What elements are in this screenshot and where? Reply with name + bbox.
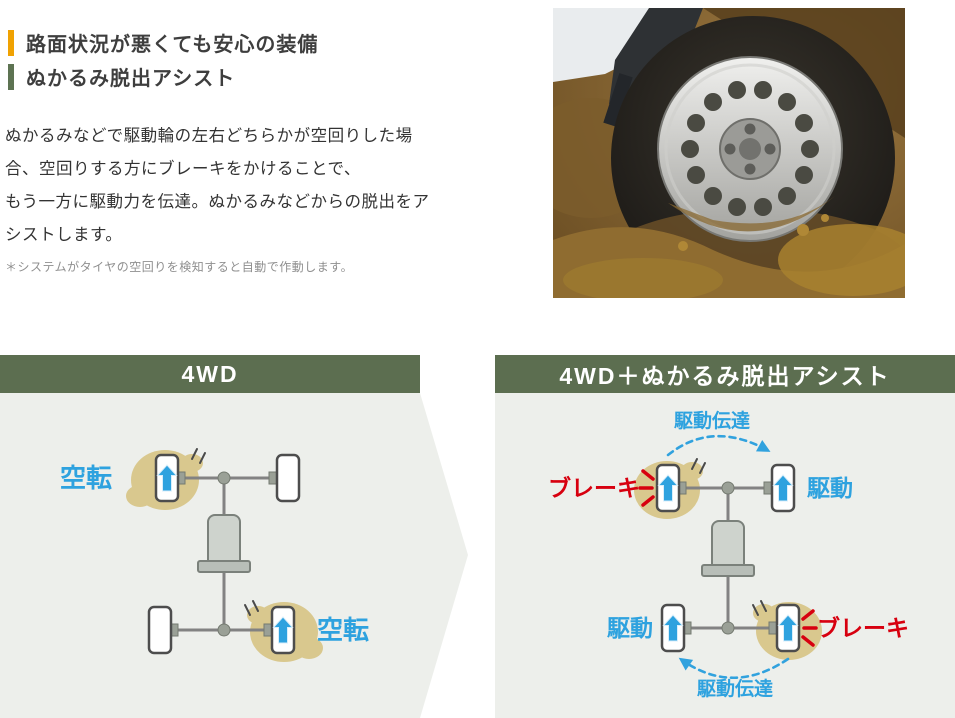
label-brake-rear: ブレーキ bbox=[817, 615, 909, 641]
transfer-arrowhead-bottom bbox=[678, 657, 694, 671]
description-line: 合、空回りする方にブレーキをかけることで、 bbox=[5, 160, 361, 178]
engine-plate bbox=[197, 560, 251, 573]
label-spin-rear: 空転 bbox=[317, 615, 369, 645]
diagram-4wd-header: 4WD bbox=[0, 355, 420, 393]
rear-diff-joint bbox=[721, 621, 735, 635]
tire-rear-left bbox=[147, 605, 173, 655]
front-diff-joint bbox=[721, 481, 735, 495]
diagram-assist-header: 4WD＋ぬかるみ脱出アシスト bbox=[495, 355, 955, 393]
description-line: ぬかるみなどで駆動輪の左右どちらかが空回りした場 bbox=[5, 127, 413, 145]
feature-subtitle: 路面状況が悪くても安心の装備 bbox=[26, 34, 319, 56]
drive-arrow-front-left bbox=[657, 474, 679, 502]
motion-marks bbox=[191, 448, 259, 616]
label-drive-front: 駆動 bbox=[807, 475, 853, 501]
wet-mud-highlight-2 bbox=[563, 258, 723, 298]
tire-front-right bbox=[275, 453, 301, 503]
muddy-tire-photo bbox=[553, 8, 905, 298]
hub-cap bbox=[739, 138, 761, 160]
green-accent-bar bbox=[8, 63, 14, 90]
diagram-4wd-body: 空転 空転 bbox=[0, 393, 468, 718]
rear-diff-joint bbox=[217, 623, 231, 637]
diagram-assist-body: 駆動伝達 ブレーキ 駆動 駆動 ブレーキ 駆動伝達 bbox=[495, 393, 955, 718]
description-line: もう一方に駆動力を伝達。ぬかるみなどからの脱出をア bbox=[5, 193, 430, 211]
heading-row-2: ぬかるみ脱出アシスト bbox=[8, 62, 318, 91]
drive-arrow-rear-left bbox=[662, 614, 684, 642]
transfer-arc-top bbox=[666, 434, 769, 457]
rim-ring bbox=[664, 63, 836, 235]
label-spin-front: 空転 bbox=[60, 463, 112, 493]
motion-marks bbox=[691, 458, 767, 616]
suspension-strut bbox=[603, 73, 633, 127]
rim-holes bbox=[681, 81, 819, 216]
diagram-panel-assist: 4WD＋ぬかるみ脱出アシスト bbox=[495, 355, 955, 718]
engine-plate bbox=[701, 564, 755, 577]
feature-footnote: ＊システムがタイヤの空回りを検知すると自動で作動します。 bbox=[5, 260, 354, 274]
feature-description: ぬかるみなどで駆動輪の左右どちらかが空回りした場 合、空回りする方にブレーキをか… bbox=[5, 120, 483, 252]
engine-block bbox=[711, 520, 745, 572]
axle-joints bbox=[169, 471, 278, 637]
engine-block bbox=[207, 514, 241, 568]
label-drive-rear: 駆動 bbox=[607, 615, 653, 641]
description-line: シストします。 bbox=[5, 226, 123, 244]
spin-arrow-rear-right bbox=[272, 616, 294, 644]
drive-arrow-front-right bbox=[772, 474, 794, 502]
feature-heading: 路面状況が悪くても安心の装備 ぬかるみ脱出アシスト bbox=[8, 28, 318, 96]
transfer-arrowhead-top bbox=[756, 440, 771, 452]
transfer-arc-bottom bbox=[680, 657, 790, 680]
front-diff-joint bbox=[217, 471, 231, 485]
drive-arrow-rear-right bbox=[777, 614, 799, 642]
feature-title: ぬかるみ脱出アシスト bbox=[26, 68, 236, 90]
diagram-panel-4wd: 4WD bbox=[0, 355, 490, 718]
diagram-assist-title: 4WD＋ぬかるみ脱出アシスト bbox=[559, 363, 891, 389]
hub-bolts bbox=[724, 123, 776, 175]
diagram-4wd-title: 4WD bbox=[181, 360, 239, 387]
wet-mud-highlight bbox=[778, 224, 905, 296]
brake-marks-rear-right bbox=[801, 609, 818, 647]
brake-marks-front-left bbox=[638, 469, 655, 507]
label-transfer-bottom: 駆動伝達 bbox=[697, 677, 773, 700]
orange-accent-bar bbox=[8, 29, 14, 56]
label-brake-front: ブレーキ bbox=[548, 475, 640, 501]
dark-mud-area bbox=[703, 8, 905, 138]
mud-streak bbox=[668, 196, 835, 232]
label-transfer-top: 駆動伝達 bbox=[674, 409, 750, 432]
heading-row-1: 路面状況が悪くても安心の装備 bbox=[8, 28, 318, 57]
spin-arrow-front-left bbox=[156, 464, 178, 492]
mud-splash-drops bbox=[678, 214, 829, 251]
